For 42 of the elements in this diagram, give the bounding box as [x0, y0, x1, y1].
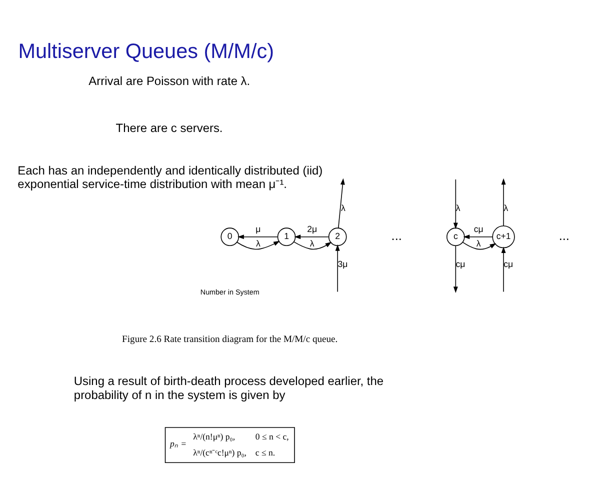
label: ...: [558, 228, 570, 243]
node-circle: c: [446, 228, 465, 246]
diagram-title: Multiserver Queues (M/M/c): [18, 40, 274, 63]
arrow: [294, 234, 330, 240]
label: 0 ≤ n < c,: [255, 431, 289, 442]
arrow: [293, 241, 332, 250]
arrow: [501, 178, 506, 226]
edge-label: cμ: [474, 224, 484, 234]
label: There are c servers.: [116, 120, 223, 135]
label: pₙ =: [170, 438, 187, 448]
node-circle: 1: [277, 228, 296, 246]
edge-label: 3μ: [338, 259, 348, 269]
label: ...: [391, 228, 402, 243]
label: c ≤ n.: [255, 447, 276, 458]
edge-label: λ: [456, 203, 460, 214]
edge-label: λ: [340, 203, 346, 214]
arrow: [501, 246, 506, 292]
edge-label: λ: [310, 238, 314, 248]
caption: Figure 2.6 Rate transition diagram for the M/M/c queue.: [122, 334, 338, 346]
arrow: [238, 234, 278, 240]
arrow: [338, 178, 345, 228]
label: λⁿ/(cⁿ⁻ᶜc!μⁿ) p₀,: [193, 447, 246, 458]
arrow: [462, 242, 496, 250]
edge-label: λ: [256, 238, 260, 248]
node-circle: 0: [220, 228, 240, 246]
label: Using a result of birth-death process developed earlier, the probability of n in the system is given by: [74, 374, 384, 402]
label: λⁿ/(n!μⁿ) p₀,: [193, 431, 236, 442]
edge-label: 2μ: [307, 224, 318, 234]
arrow: [453, 179, 458, 230]
node-circle: 2: [328, 228, 347, 246]
edge-label: cμ: [504, 259, 514, 269]
edge-label: μ: [256, 224, 261, 234]
arrow: [236, 240, 280, 250]
edge-label: cμ: [456, 259, 466, 269]
edge-label: λ: [476, 238, 481, 248]
node-circle: c+1: [492, 226, 515, 248]
arrow: [463, 234, 493, 240]
arrow: [453, 245, 458, 294]
arrow: [335, 244, 340, 292]
label: Arrival are Poisson with rate λ.: [88, 74, 250, 88]
label: Each has an independently and identically distributed (iid) exponential service-time distribution with mean μ⁻¹.: [18, 164, 323, 192]
edge-label: λ: [504, 203, 508, 214]
